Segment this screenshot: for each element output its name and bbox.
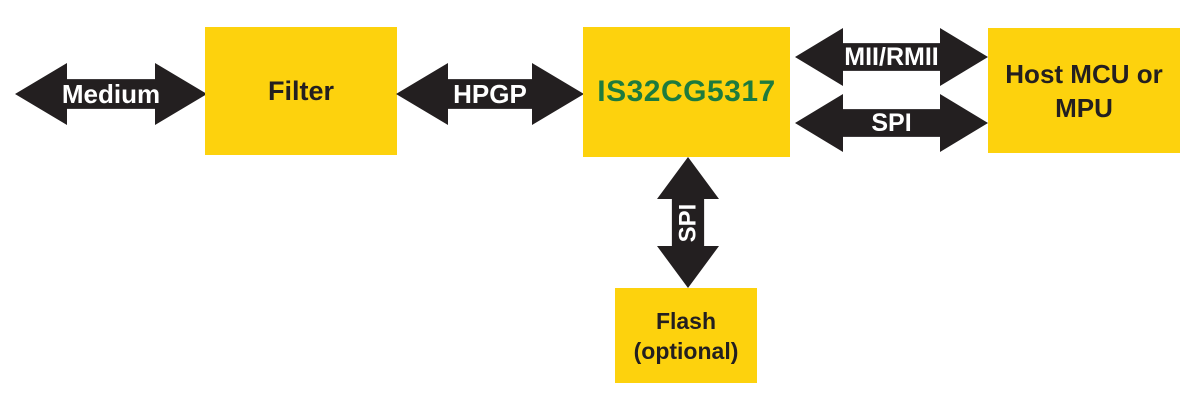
- spi-flash-arrow-label: SPI: [674, 203, 701, 242]
- flash-box-label-line2: (optional): [633, 337, 739, 364]
- spi-host-arrow: SPI: [795, 94, 988, 152]
- chip-box-label: IS32CG5317: [597, 75, 776, 108]
- spi-flash-arrow: SPI: [657, 157, 719, 288]
- host-mcu-box-label-line1: Host MCU or: [1005, 58, 1163, 89]
- hpgp-arrow: HPGP: [396, 63, 584, 125]
- flash-box: Flash (optional): [615, 288, 757, 383]
- mii-rmii-arrow-label: MII/RMII: [844, 42, 939, 71]
- hpgp-arrow-label: HPGP: [453, 79, 527, 109]
- mii-rmii-arrow: MII/RMII: [795, 28, 988, 86]
- spi-host-arrow-label: SPI: [871, 108, 912, 137]
- flash-box-label-line1: Flash: [655, 307, 717, 334]
- chip-box: IS32CG5317: [583, 27, 790, 157]
- medium-arrow-label: Medium: [61, 79, 161, 109]
- filter-box-label: Filter: [267, 75, 334, 106]
- medium-arrow: Medium: [15, 63, 207, 125]
- host-mcu-box: Host MCU or MPU: [988, 28, 1180, 153]
- filter-box: Filter: [205, 27, 397, 155]
- host-mcu-box-label-line2: MPU: [1055, 92, 1113, 123]
